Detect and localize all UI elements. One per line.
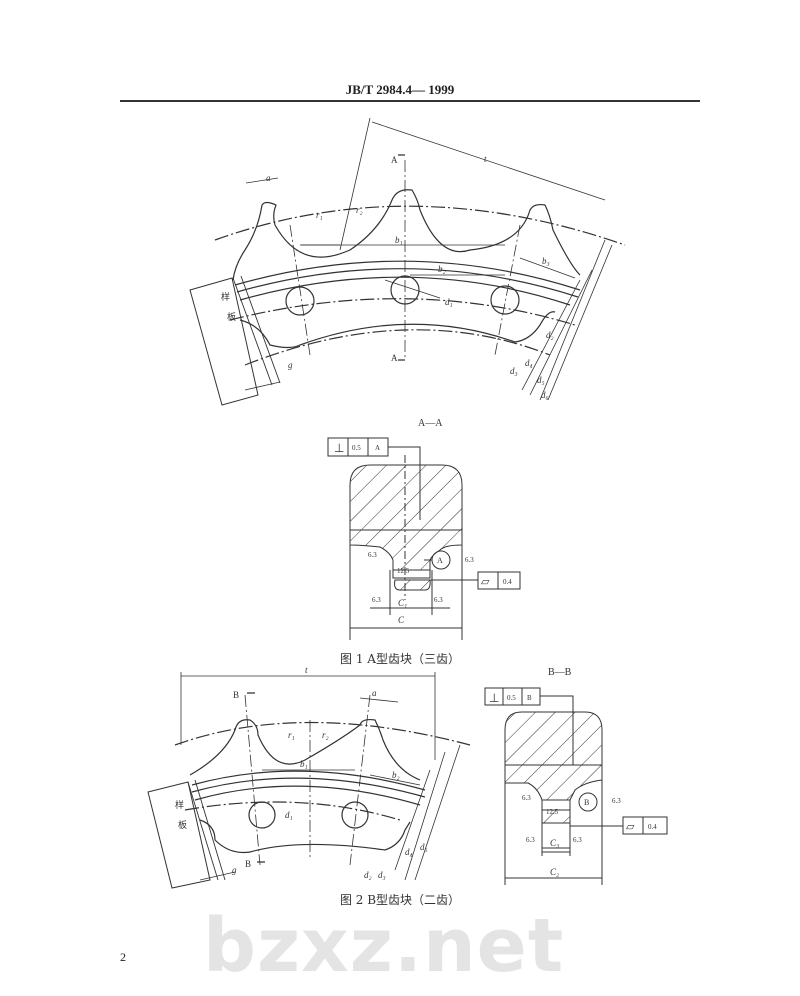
label-d3: d₃ — [378, 870, 386, 880]
label-d5: d₅ — [537, 375, 545, 385]
label-d5: d₅ — [420, 842, 428, 852]
label-g: g — [288, 360, 293, 370]
figure2-gear-segment — [147, 672, 471, 889]
label-t: t — [305, 665, 308, 675]
label-a: a — [372, 688, 377, 698]
watermark: bzxz.net — [203, 903, 565, 989]
label-d2: d₂ — [546, 330, 554, 340]
figure1-gear-segment — [189, 117, 626, 406]
plate-label-1: 样 — [221, 291, 230, 302]
label-d6: d₆ — [541, 390, 549, 400]
header-rule — [120, 100, 700, 102]
label-b2: b₂ — [392, 770, 400, 780]
dim-c3: C₃ — [550, 838, 559, 848]
section-b-b: B—B ⊥ 0.5 B ▱ 0.4 B 6.3 6.3 12.5 6.3 6.3… — [484, 667, 668, 885]
roughness-1: 6.3 — [522, 794, 531, 802]
flatness-value: 0.4 — [648, 823, 657, 831]
label-d3: d₃ — [510, 366, 518, 376]
plate-label-1: 样 — [175, 799, 184, 810]
label-b3: b₃ — [542, 256, 550, 266]
flatness-symbol: ▱ — [626, 821, 635, 833]
roughness-5: 6.3 — [573, 836, 582, 844]
perpendicularity-value: 0.5 — [507, 694, 516, 702]
section-a-title: A—A — [418, 418, 443, 429]
label-d1: d₁ — [445, 297, 453, 307]
label-r2: r₂ — [322, 730, 329, 740]
dim-c: C — [398, 615, 405, 625]
section-mark-bottom: B — [245, 859, 251, 869]
section-mark-top: A — [391, 155, 398, 165]
label-r1: r₁ — [288, 730, 295, 740]
perpendicularity-symbol: ⊥ — [334, 441, 344, 455]
perpendicularity-datum: A — [375, 444, 380, 452]
perpendicularity-value: 0.5 — [352, 444, 361, 452]
roughness-4: 6.3 — [526, 836, 535, 844]
document-header: JB/T 2984.4— 1999 — [345, 82, 455, 97]
section-a-a: A—A ⊥ 0.5 A ▱ 0.4 A 6.3 6.3 12.5 6.3 6.3… — [327, 418, 521, 640]
label-a: a — [266, 173, 271, 183]
label-d4: d₄ — [525, 358, 533, 368]
label-d1: d₁ — [285, 810, 293, 820]
label-d4: d₄ — [405, 847, 413, 857]
figure2-caption: 图 2 B型齿块（二齿） — [339, 893, 461, 907]
roughness-3: 12.5 — [546, 808, 559, 816]
label-b1: b₁ — [300, 759, 308, 769]
datum-circle-label: A — [437, 556, 443, 565]
roughness-3: 12.5 — [397, 567, 410, 575]
label-r2: r₂ — [356, 205, 363, 215]
page-number: 2 — [120, 950, 126, 964]
dim-c1: C₁ — [398, 598, 407, 608]
label-d2: d₂ — [364, 870, 372, 880]
label-t: t — [484, 154, 487, 164]
perpendicularity-datum: B — [527, 694, 532, 702]
figure2-labels: t a r₁ r₂ b₁ b₂ d₁ d₂ d₃ d₄ d₅ g B B 样 板 — [175, 665, 428, 880]
dim-c2: C₂ — [550, 867, 559, 877]
datum-circle-label: B — [584, 798, 589, 807]
label-b2: b₂ — [438, 264, 446, 274]
figure1-caption: 图 1 A型齿块（三齿） — [340, 652, 460, 666]
perpendicularity-symbol: ⊥ — [489, 691, 499, 705]
section-mark-top: B — [233, 690, 239, 700]
roughness-5: 6.3 — [434, 596, 443, 604]
plate-label-2: 板 — [178, 819, 187, 830]
flatness-value: 0.4 — [503, 578, 512, 586]
roughness-4: 6.3 — [372, 596, 381, 604]
plate-label-2: 板 — [227, 311, 236, 322]
section-b-title: B—B — [548, 667, 572, 678]
roughness-1: 6.3 — [368, 551, 377, 559]
roughness-2: 6.3 — [612, 797, 621, 805]
label-b1: b₁ — [395, 235, 403, 245]
label-g: g — [232, 865, 237, 875]
roughness-2: 6.3 — [465, 556, 474, 564]
section-mark-bottom: A — [391, 353, 398, 363]
figure1-labels: t a r₁ r₂ b₁ b₂ b₃ d₁ d₂ d₃ d₄ d₅ d₆ g A… — [221, 154, 554, 400]
label-r1: r₁ — [316, 210, 323, 220]
flatness-symbol: ▱ — [481, 576, 490, 588]
